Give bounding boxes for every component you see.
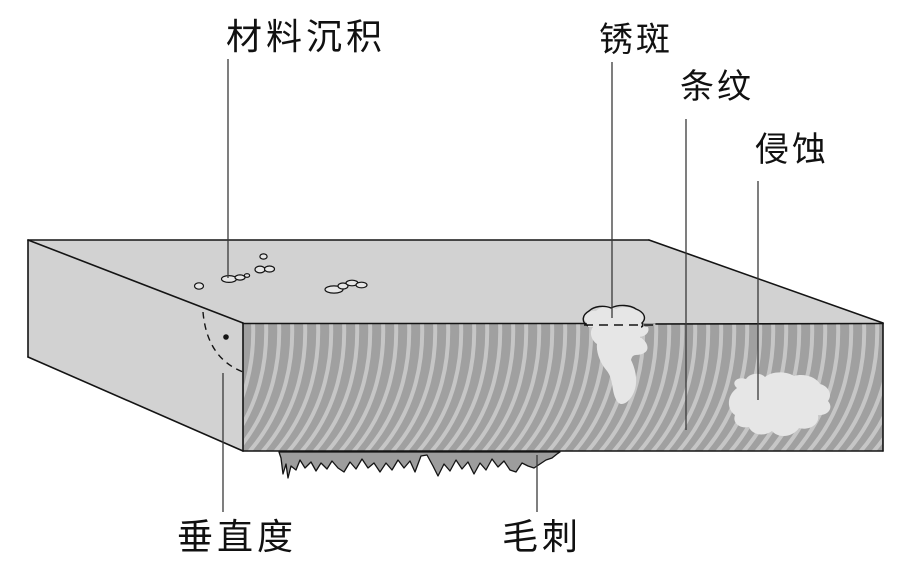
label-rust-spot: 锈斑 bbox=[599, 20, 673, 60]
label-material-deposit: 材料沉积 bbox=[226, 17, 387, 58]
rust-spot-lower-blob bbox=[590, 327, 649, 405]
label-erosion: 侵蚀 bbox=[755, 130, 829, 170]
rust-spot-top-outline bbox=[582, 304, 646, 328]
label-burr: 毛刺 bbox=[502, 517, 583, 558]
rust-spot-top-blob bbox=[584, 306, 645, 327]
perpendicularity-arc bbox=[202, 311, 244, 373]
label-streaks: 条纹 bbox=[680, 67, 754, 107]
leader-lines bbox=[222, 59, 759, 512]
label-perpendicularity: 垂直度 bbox=[177, 517, 298, 558]
erosion-blob bbox=[728, 372, 831, 437]
block-edges bbox=[27, 239, 884, 452]
streak-lines-group bbox=[244, 324, 882, 451]
perpendicularity-dot bbox=[223, 334, 229, 340]
burr-shape bbox=[278, 451, 561, 479]
block-left-face bbox=[28, 240, 243, 451]
block-top-face bbox=[28, 240, 883, 323]
material-deposit-spots bbox=[193, 253, 368, 294]
